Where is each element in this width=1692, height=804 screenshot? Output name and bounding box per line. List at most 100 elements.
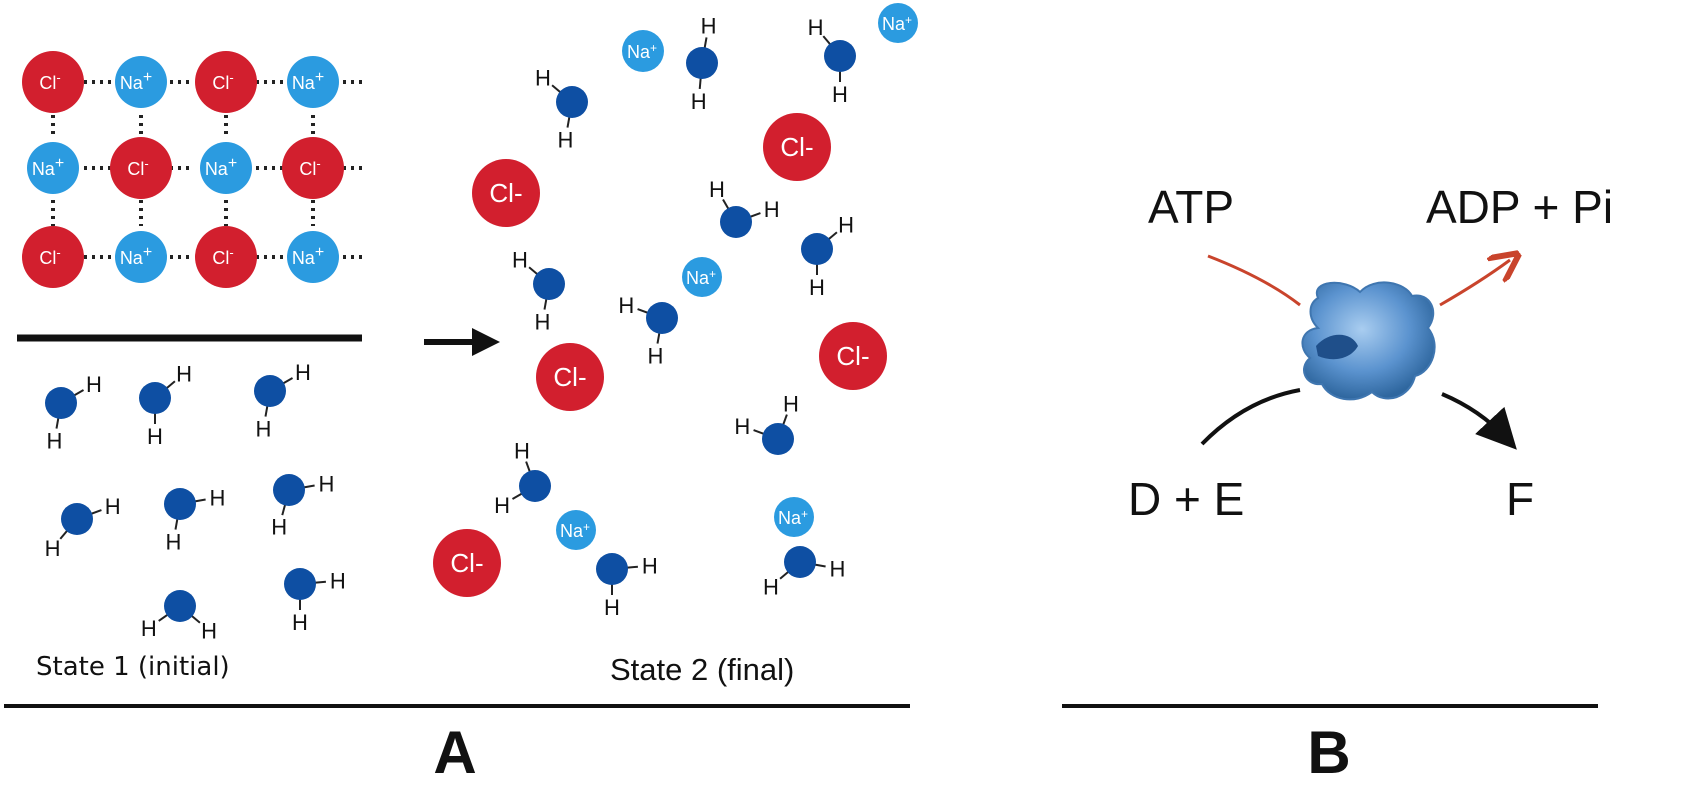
sodium-ion: Na+ (878, 3, 918, 43)
oxygen-atom (164, 488, 196, 520)
svg-text:Na+: Na+ (205, 155, 237, 179)
hydrogen-atom: H (832, 82, 848, 107)
state2-caption: State 2 (final) (610, 652, 795, 687)
oxygen-atom (784, 546, 816, 578)
atp-input-arrow (1207, 254, 1301, 307)
hydrogen-atom: H (165, 529, 181, 554)
hydrogen-atom: H (734, 414, 750, 439)
hydrogen-atom: H (105, 494, 121, 519)
oxygen-atom (686, 47, 718, 79)
adp-output-arrow (1439, 260, 1510, 307)
chloride-ion: Cl- (22, 51, 84, 113)
hydrogen-atom: H (45, 536, 61, 561)
hydrogen-atom: H (176, 362, 192, 387)
water-molecule: HH (139, 362, 192, 449)
water-molecule: HH (254, 360, 311, 441)
chloride-ion: Cl- (763, 113, 831, 181)
oxygen-atom (273, 474, 305, 506)
svg-text:Cl-: Cl- (780, 132, 813, 162)
sodium-ion: Na+ (682, 257, 722, 297)
svg-text:Cl-: Cl- (212, 245, 233, 268)
svg-text:Na+: Na+ (627, 41, 657, 62)
hydrogen-atom: H (647, 343, 663, 368)
chloride-ion: Cl- (195, 51, 257, 113)
hydrogen-atom: H (557, 127, 573, 152)
sodium-ion: Na+ (287, 231, 339, 283)
product-output-arrow (1441, 392, 1517, 450)
hydrogen-atom: H (535, 66, 551, 91)
chloride-ion: Cl- (472, 159, 540, 227)
water-molecule: HH (808, 15, 856, 107)
hydrogen-atom: H (709, 177, 725, 202)
sodium-ion: Na+ (115, 56, 167, 108)
water-molecule: HH (512, 248, 565, 334)
chloride-ion: Cl- (819, 322, 887, 390)
water-molecule: HH (618, 293, 678, 368)
water-molecule: HH (535, 66, 588, 152)
hydrogen-atom: H (618, 293, 634, 318)
svg-text:Na+: Na+ (686, 267, 716, 288)
nacl-crystal-lattice: Cl- Na+ Cl- Na+ Na+ Cl- Na+ Cl- Cl- Na+ … (22, 51, 344, 288)
hydrogen-atom: H (318, 471, 334, 496)
hydrogen-atom: H (147, 424, 163, 449)
svg-text:Na+: Na+ (292, 69, 324, 93)
svg-text:Na+: Na+ (882, 13, 912, 34)
svg-text:Na+: Na+ (778, 507, 808, 528)
panel-b-label: B (1307, 719, 1351, 786)
svg-text:Cl-: Cl- (127, 156, 148, 179)
hydrogen-atom: H (534, 309, 550, 334)
hydrogen-atom: H (255, 416, 271, 441)
chloride-ion: Cl- (22, 226, 84, 288)
chloride-ion: Cl- (433, 529, 501, 597)
water-molecule: HH (596, 553, 658, 620)
water-molecule: HH (45, 372, 102, 453)
oxygen-atom (556, 86, 588, 118)
adp-pi-label: ADP + Pi (1426, 181, 1614, 233)
hydrogen-atom: H (808, 15, 824, 40)
hydrogen-atom: H (512, 248, 528, 273)
svg-text:Cl-: Cl- (212, 70, 233, 93)
hydrogen-atom: H (494, 493, 510, 518)
svg-text:Na+: Na+ (120, 69, 152, 93)
substrates-label: D + E (1128, 473, 1245, 525)
chloride-ion: Cl- (110, 137, 172, 199)
sodium-ion: Na+ (774, 497, 814, 537)
water-molecule: HH (734, 391, 799, 455)
hydrogen-atom: H (46, 428, 62, 453)
svg-text:Na+: Na+ (120, 244, 152, 268)
oxygen-atom (284, 568, 316, 600)
oxygen-atom (762, 423, 794, 455)
hydrogen-atom: H (514, 438, 530, 463)
lattice-bonds (51, 80, 362, 259)
water-molecule: HH (164, 485, 225, 554)
oxygen-atom (61, 503, 93, 535)
hydrogen-atom: H (691, 89, 707, 114)
svg-text:Na+: Na+ (32, 155, 64, 179)
substrate-input-arrow (1200, 388, 1301, 446)
sodium-ion: Na+ (622, 30, 664, 72)
oxygen-atom (139, 382, 171, 414)
svg-text:Cl-: Cl- (39, 245, 60, 268)
chloride-ion: Cl- (282, 137, 344, 199)
state1-caption: State 1 (initial) (36, 652, 230, 682)
sodium-ion: Na+ (27, 142, 79, 194)
water-molecule: HH (284, 568, 346, 635)
sodium-ion: Na+ (200, 142, 252, 194)
water-molecule: HH (801, 213, 854, 300)
hydrogen-atom: H (763, 574, 779, 599)
hydrogen-atom: H (642, 554, 658, 579)
oxygen-atom (533, 268, 565, 300)
hydrogen-atom: H (86, 372, 102, 397)
sodium-ion: Na+ (115, 231, 167, 283)
svg-text:Cl-: Cl- (299, 156, 320, 179)
hydrogen-atom: H (829, 557, 845, 582)
water-molecule: HH (709, 177, 780, 238)
svg-text:Cl-: Cl- (450, 548, 483, 578)
hydrogen-atom: H (809, 275, 825, 300)
hydrogen-atom: H (271, 515, 287, 540)
sodium-ion: Na+ (287, 56, 339, 108)
oxygen-atom (45, 387, 77, 419)
